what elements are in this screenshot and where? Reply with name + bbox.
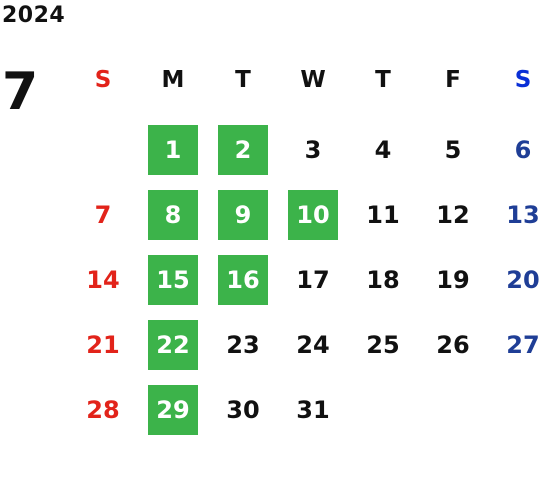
weekday-header-friday: F [445,67,461,93]
calendar-day-27: 27 [488,312,548,377]
calendar-day-number: 7 [94,200,112,229]
calendar-blank-cell [68,117,138,182]
calendar-day-number: 10 [288,189,338,240]
calendar-day-25: 25 [348,312,418,377]
calendar-day-7: 7 [68,182,138,247]
calendar-day-number: 21 [86,330,120,359]
calendar-day-number: 12 [436,200,470,229]
calendar-day-14: 14 [68,247,138,312]
month-label: 7 [2,62,39,122]
calendar-day-number: 27 [506,330,540,359]
calendar-day-number: 2 [218,124,268,175]
calendar-day-11: 11 [348,182,418,247]
calendar-day-10: 10 [278,182,348,247]
calendar-day-31: 31 [278,377,348,442]
calendar-day-22: 22 [138,312,208,377]
calendar-day-number: 8 [148,189,198,240]
weekday-header-monday: M [161,67,185,93]
calendar-day-number: 29 [148,384,198,435]
calendar-day-23: 23 [208,312,278,377]
calendar-day-number: 15 [148,254,198,305]
calendar-day-15: 15 [138,247,208,312]
weekday-header-wednesday: W [300,67,326,93]
calendar-day-8: 8 [138,182,208,247]
calendar-day-19: 19 [418,247,488,312]
calendar-day-number: 28 [86,395,120,424]
calendar-day-number: 20 [506,265,540,294]
calendar-day-number: 19 [436,265,470,294]
calendar-day-28: 28 [68,377,138,442]
calendar-day-number: 1 [148,124,198,175]
weekday-header-thursday: T [375,67,391,93]
calendar-day-29: 29 [138,377,208,442]
calendar-day-number: 23 [226,330,260,359]
calendar-day-6: 6 [488,117,548,182]
calendar-day-17: 17 [278,247,348,312]
calendar-day-number: 26 [436,330,470,359]
calendar-day-number: 4 [374,135,392,164]
calendar-day-number: 25 [366,330,400,359]
calendar-day-number: 14 [86,265,120,294]
calendar-day-4: 4 [348,117,418,182]
calendar-day-number: 6 [514,135,532,164]
weekday-header-tuesday: T [235,67,251,93]
weekday-header-sunday: S [94,67,112,93]
calendar-day-number: 9 [218,189,268,240]
weekday-header-saturday: S [514,67,532,93]
calendar-day-21: 21 [68,312,138,377]
calendar-day-18: 18 [348,247,418,312]
calendar-day-number: 5 [444,135,462,164]
year-label: 2024 [2,3,66,28]
calendar-day-number: 22 [148,319,198,370]
calendar-day-2: 2 [208,117,278,182]
calendar-day-20: 20 [488,247,548,312]
calendar-day-13: 13 [488,182,548,247]
calendar-day-26: 26 [418,312,488,377]
calendar-day-number: 3 [304,135,322,164]
calendar-day-number: 17 [296,265,330,294]
calendar-day-9: 9 [208,182,278,247]
calendar-day-30: 30 [208,377,278,442]
calendar-day-24: 24 [278,312,348,377]
calendar-day-number: 24 [296,330,330,359]
calendar-day-number: 16 [218,254,268,305]
calendar-day-5: 5 [418,117,488,182]
calendar-day-12: 12 [418,182,488,247]
calendar-day-number: 31 [296,395,330,424]
calendar-day-number: 30 [226,395,260,424]
calendar-day-number: 11 [366,200,400,229]
calendar-day-1: 1 [138,117,208,182]
calendar-day-3: 3 [278,117,348,182]
calendar-day-number: 13 [506,200,540,229]
calendar-day-number: 18 [366,265,400,294]
calendar-day-16: 16 [208,247,278,312]
